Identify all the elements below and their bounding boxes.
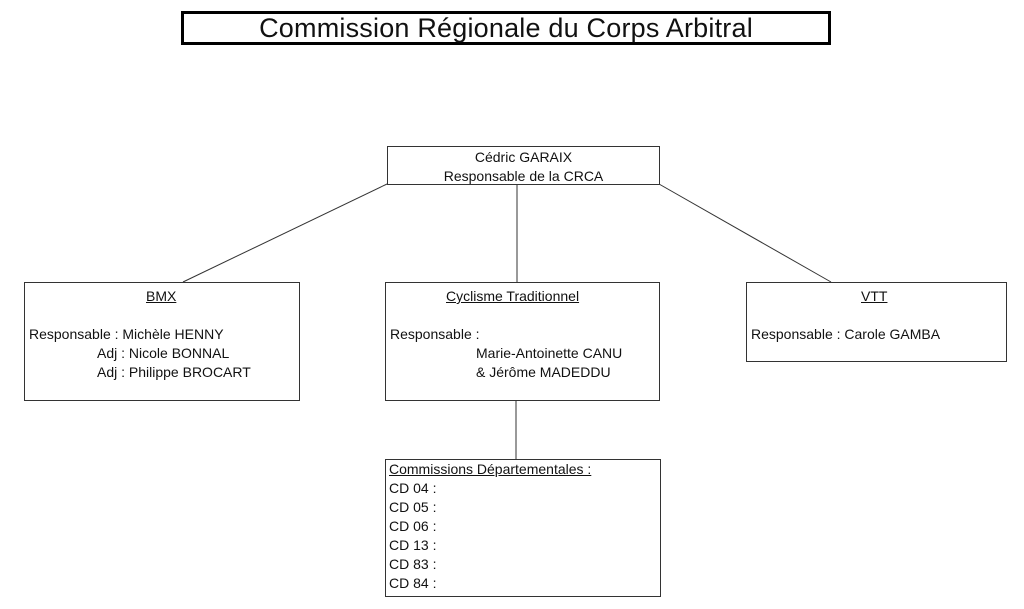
traditionnel-heading: Cyclisme Traditionnel [446,288,580,304]
page-title: Commission Régionale du Corps Arbitral [181,11,831,45]
departementales-item: CD 06 : [389,518,437,534]
connector-head-bmx [182,183,388,283]
bmx-line: Adj : Nicole BONNAL [97,345,230,361]
head-box: Cédric GARAIX Responsable de la CRCA [387,146,660,185]
title-text: Commission Régionale du Corps Arbitral [259,12,753,43]
traditionnel-name: & Jérôme MADEDDU [476,364,611,380]
bmx-line: Adj : Philippe BROCART [97,364,251,380]
departementales-item: CD 13 : [389,537,437,553]
departementales-item: CD 05 : [389,499,437,515]
bmx-box: BMX Responsable : Michèle HENNY Adj : Ni… [24,282,300,401]
connector-head-vtt [658,183,832,283]
traditionnel-label: Responsable : [390,326,480,342]
departementales-box: Commissions Départementales : CD 04 : CD… [385,459,661,597]
bmx-heading: BMX [146,288,177,304]
departementales-item: CD 83 : [389,556,437,572]
vtt-line: Responsable : Carole GAMBA [751,326,941,342]
head-role: Responsable de la CRCA [443,168,604,184]
head-name: Cédric GARAIX [474,149,573,165]
vtt-box: VTT Responsable : Carole GAMBA [746,282,1007,362]
departementales-item: CD 04 : [389,480,437,496]
bmx-line: Responsable : Michèle HENNY [29,326,224,342]
departementales-list: Commissions Départementales : CD 04 : CD… [389,460,591,593]
departementales-item: CD 84 : [389,575,437,591]
vtt-heading: VTT [861,288,888,304]
traditionnel-name: Marie-Antoinette CANU [476,345,623,361]
traditionnel-box: Cyclisme Traditionnel Responsable : Mari… [385,282,660,401]
departementales-heading: Commissions Départementales : [389,461,592,477]
